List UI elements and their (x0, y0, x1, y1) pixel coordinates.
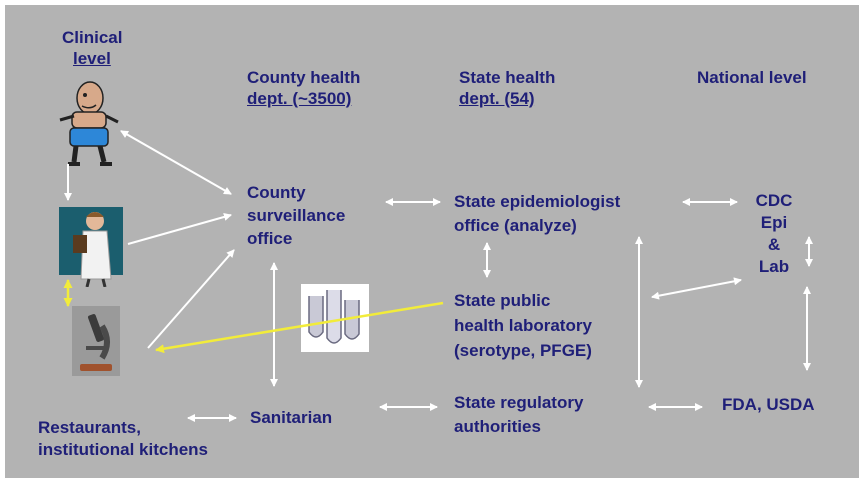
state-lab-line: (serotype, PFGE) (454, 341, 592, 360)
county-office-line: office (247, 229, 293, 248)
clinical-header-line2: level (73, 49, 111, 68)
clinical-level-header: Clinical level (62, 27, 122, 69)
arrow-statelab-cdc (651, 277, 742, 300)
microscope-icon (72, 306, 120, 376)
fda-usda: FDA, USDA (722, 395, 815, 414)
patient-clipart-icon (59, 81, 119, 166)
state-lab-line: health laboratory (454, 316, 592, 335)
county-header: County health dept. (~3500) (247, 67, 360, 109)
state-header-line1: State health (459, 68, 556, 87)
state-reg-line: State regulatory (454, 393, 584, 412)
cdc-line: CDC (755, 191, 793, 210)
test-tubes-icon (301, 284, 369, 352)
restaurants-institutional-kitchens: Restaurants, institutional kitchens (38, 417, 208, 461)
cdc-epi-lab: CDC Epi & Lab (752, 190, 796, 278)
state-epi-line: office (analyze) (454, 216, 577, 235)
state-epi-line: State epidemiologist (454, 192, 621, 211)
state-public-health-laboratory: State public health laboratory (serotype… (454, 288, 592, 363)
arrow-patient-county (120, 130, 232, 195)
state-regulatory-authorities: State regulatory authorities (454, 391, 583, 439)
national-header: National level (697, 68, 807, 87)
county-surveillance-office: County surveillance office (247, 181, 345, 250)
cdc-line: Lab (758, 257, 790, 276)
county-office-line: surveillance (247, 206, 346, 225)
clinical-header-line1: Clinical (62, 28, 123, 47)
restaurants-line: Restaurants, (38, 418, 141, 437)
county-office-line: County (247, 183, 306, 202)
state-reg-line: authorities (454, 417, 541, 436)
state-header-line2: dept. (54) (459, 89, 535, 108)
county-header-line1: County health (247, 68, 361, 87)
state-lab-line: State public (454, 291, 551, 310)
state-epidemiologist-office: State epidemiologist office (analyze) (454, 190, 620, 238)
arrow-statelab-microscope (155, 301, 444, 354)
arrow-doctor-county (127, 213, 232, 245)
diagram-panel (5, 5, 859, 478)
state-header: State health dept. (54) (459, 67, 555, 109)
cdc-line: & (767, 235, 781, 254)
county-header-line2: dept. (~3500) (247, 89, 352, 108)
restaurants-line: institutional kitchens (38, 440, 209, 459)
cdc-line: Epi (760, 213, 788, 232)
doctor-clipart-icon (59, 207, 123, 287)
sanitarian: Sanitarian (250, 408, 333, 427)
arrow-microscope-county (147, 249, 235, 349)
